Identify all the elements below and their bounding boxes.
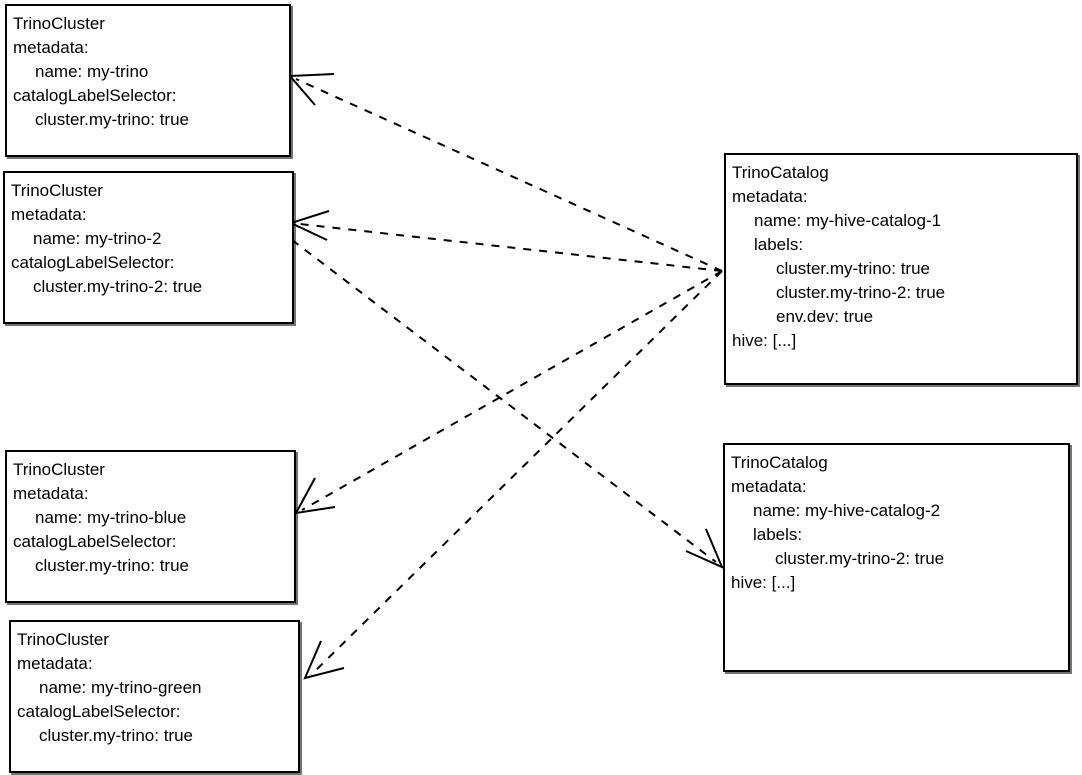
node-line: TrinoCatalog xyxy=(732,163,829,182)
node-line: catalogLabelSelector: xyxy=(13,532,177,551)
node-line: hive: [...] xyxy=(731,573,796,592)
node-cluster-my-trino[interactable]: TrinoCluster metadata: name: my-trino ca… xyxy=(5,4,291,157)
node-line: TrinoCluster xyxy=(11,181,103,200)
edge-catalog1-to-my-trino-green xyxy=(303,270,723,680)
node-line: metadata: xyxy=(13,484,89,503)
node-line: cluster.my-trino: true xyxy=(35,556,189,575)
node-line: catalogLabelSelector: xyxy=(13,86,177,105)
node-line: name: my-trino-green xyxy=(39,678,202,697)
node-line: name: my-trino-blue xyxy=(35,508,187,527)
node-line: TrinoCluster xyxy=(13,460,105,479)
node-catalog-my-hive-catalog-2[interactable]: TrinoCatalog metadata: name: my-hive-cat… xyxy=(723,443,1070,672)
node-line: cluster.my-trino: true xyxy=(39,726,193,745)
node-line: hive: [...] xyxy=(732,331,797,350)
node-line: metadata: xyxy=(13,38,89,57)
node-cluster-my-trino-2[interactable]: TrinoCluster metadata: name: my-trino-2 … xyxy=(3,171,294,324)
node-line: name: my-hive-catalog-1 xyxy=(754,211,942,230)
node-cluster-my-trino-blue[interactable]: TrinoCluster metadata: name: my-trino-bl… xyxy=(5,450,296,603)
node-line: TrinoCluster xyxy=(17,630,109,649)
node-line: name: my-trino xyxy=(35,62,149,81)
node-cluster-my-trino-green[interactable]: TrinoCluster metadata: name: my-trino-gr… xyxy=(9,620,300,773)
node-line: metadata: xyxy=(11,205,87,224)
node-line: metadata: xyxy=(17,654,93,673)
node-line: labels: xyxy=(753,525,803,544)
node-line: metadata: xyxy=(732,187,808,206)
node-line: catalogLabelSelector: xyxy=(11,253,175,272)
node-line: name: my-hive-catalog-2 xyxy=(753,501,941,520)
edge-catalog1-to-my-trino xyxy=(287,73,723,272)
node-line: TrinoCluster xyxy=(13,14,105,33)
node-line: cluster.my-trino: true xyxy=(776,259,930,278)
node-line: TrinoCatalog xyxy=(731,453,828,472)
node-line: env.dev: true xyxy=(776,307,874,326)
node-line: name: my-trino-2 xyxy=(33,229,162,248)
node-line: cluster.my-trino-2: true xyxy=(776,283,946,302)
node-line: cluster.my-trino-2: true xyxy=(33,277,203,296)
node-catalog-my-hive-catalog-1[interactable]: TrinoCatalog metadata: name: my-hive-cat… xyxy=(724,153,1078,385)
node-line: metadata: xyxy=(731,477,807,496)
node-line: cluster.my-trino-2: true xyxy=(775,549,945,568)
edge-my-trino-2-to-catalog2 xyxy=(291,239,724,569)
node-line: cluster.my-trino: true xyxy=(35,110,189,129)
node-line: catalogLabelSelector: xyxy=(17,702,181,721)
edge-catalog1-to-my-trino-blue xyxy=(294,270,723,515)
node-line: labels: xyxy=(754,235,804,254)
